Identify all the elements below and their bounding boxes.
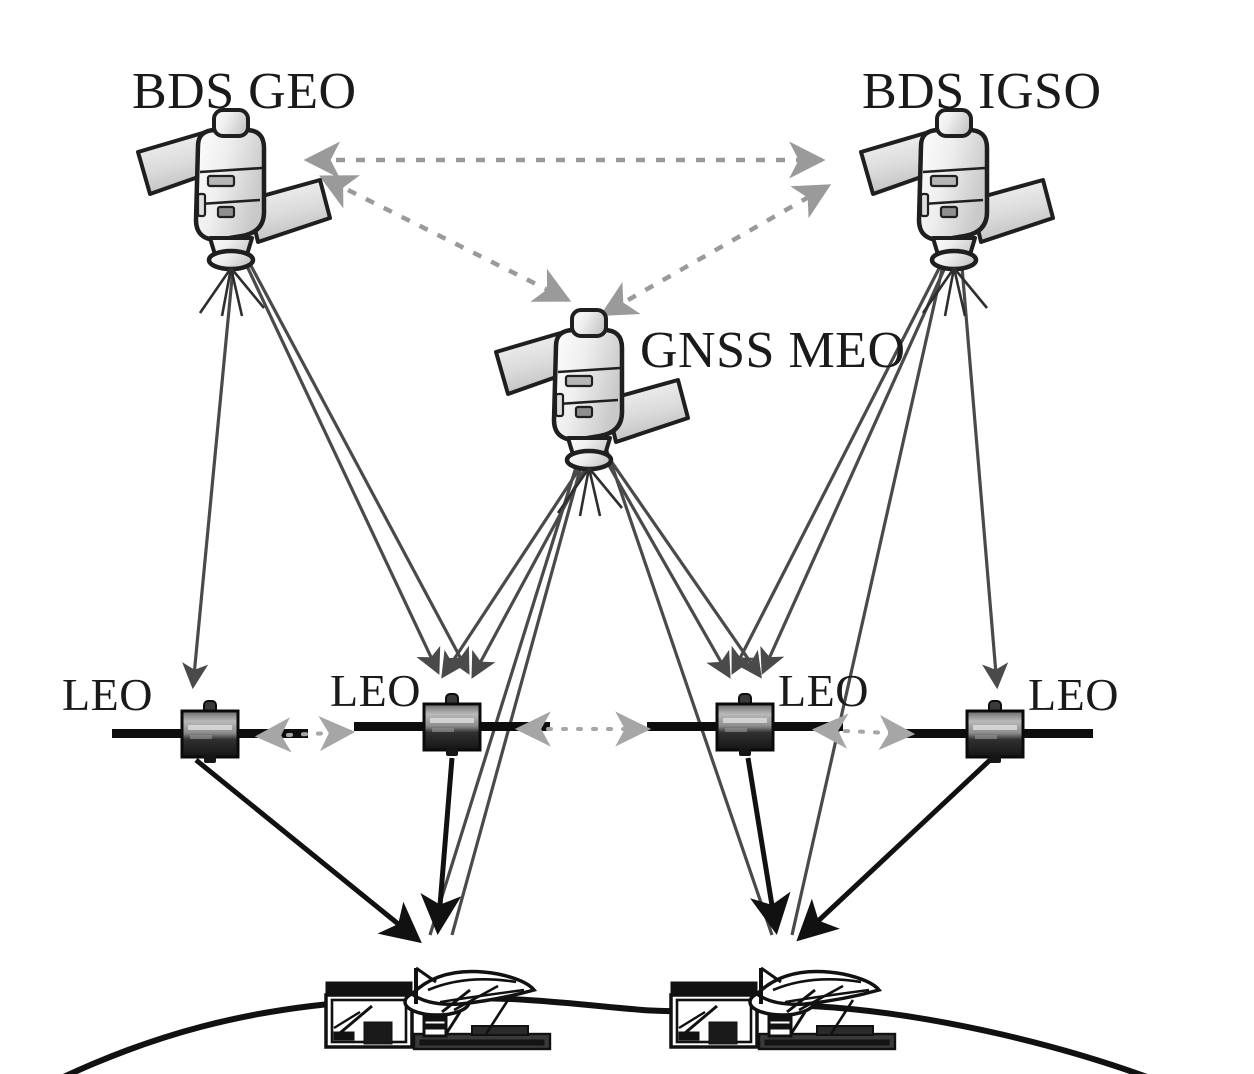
leo-crosslinks	[254, 711, 916, 753]
link-leo2-to-ground1	[420, 757, 462, 935]
link-bds-geo-to-leo2-a	[236, 246, 441, 675]
link-gnss-meo-to-ground1-a	[450, 447, 588, 936]
earth-horizon-arc	[62, 994, 1148, 1074]
link-leo1-to-ground1	[194, 758, 422, 944]
satellite-to-ground-links	[428, 242, 950, 936]
link-leo3-to-ground2	[745, 757, 791, 935]
bds-geo-satellite	[138, 110, 330, 316]
link-bds-igso-to-leo4	[958, 242, 1009, 690]
link-gnss-meo-to-ground1-b	[428, 447, 584, 936]
leo-to-ground-links	[194, 757, 992, 944]
isl-meo-igso	[599, 184, 832, 317]
ground-station-1	[324, 966, 552, 1051]
isl-geo-meo	[319, 175, 572, 303]
satellite-to-leo-links	[182, 242, 1009, 690]
bds-igso-satellite	[861, 110, 1053, 316]
link-bds-igso-to-ground2	[790, 242, 950, 936]
link-gnss-meo-to-leo3-a	[597, 447, 731, 679]
link-gnss-meo-to-ground2-a	[604, 447, 774, 936]
label-gnss-meo: GNSS MEO	[640, 322, 906, 379]
crosslink-leo1-leo2	[254, 715, 356, 753]
inter-satellite-links	[303, 141, 832, 317]
label-bds-geo: BDS GEO	[132, 63, 357, 120]
link-bds-geo-to-leo2-b	[239, 246, 470, 675]
label-leo-3: LEO	[778, 665, 869, 716]
link-bds-igso-to-leo3-b	[760, 242, 958, 675]
link-bds-igso-to-leo3-a	[731, 242, 954, 675]
link-bds-geo-to-leo1	[182, 246, 237, 690]
label-leo-4: LEO	[1028, 669, 1119, 720]
link-leo4-to-ground2	[796, 758, 992, 942]
link-gnss-meo-to-leo2-a	[441, 447, 595, 679]
label-leo-1: LEO	[62, 669, 153, 720]
label-leo-2: LEO	[330, 665, 421, 716]
link-gnss-meo-to-leo3-b	[600, 447, 762, 679]
crosslink-leo3-leo4	[811, 713, 916, 751]
label-bds-igso: BDS IGSO	[862, 63, 1102, 120]
